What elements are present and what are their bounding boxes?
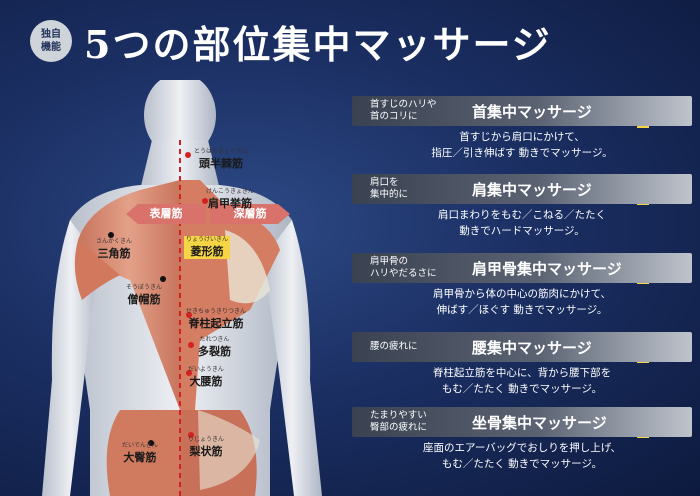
section-subtitle: たまりやすい 臀部の疲れに [370,410,427,434]
section-description: 脊柱起立筋を中心に、背から腰下部を もむ／たたく 動きでマッサージ。 [352,365,692,397]
surface-muscle-arrow: 表層筋 [126,204,206,224]
marker-dot [186,312,192,318]
marker-dot [160,276,166,282]
section-header: 首すじのハリや 首のコリに 首集中マッサージ [352,96,692,126]
section-name: 肩甲骨集中マッサージ [472,260,622,278]
muscle-name: 肩甲挙筋 [208,197,252,210]
muscle-name: 脊柱起立筋 [188,317,244,330]
subtitle-line: 首すじのハリや [370,99,437,110]
muscle-name: 多裂筋 [198,345,231,358]
muscle-label-piriformis: りじょうきん 梨状筋 [188,436,224,459]
muscle-ruby: とうはんきょくきん [194,148,249,155]
section-ischium: たまりやすい 臀部の疲れに 坐骨集中マッサージ 座面のエアーバッグでおしりを押し… [352,407,692,472]
muscle-ruby: りょうけいきん [186,236,229,243]
marker-dot [188,432,194,438]
muscle-ruby: りじょうきん [188,436,225,443]
muscle-name: 大臀筋 [123,451,157,464]
subtitle-line: 腰の疲れに [370,341,418,352]
marker-dot [202,198,208,204]
muscle-name: 梨状筋 [189,445,223,458]
desc-line: 指圧／引き伸ばす 動きでマッサージ。 [431,147,613,159]
marker-dot [186,370,192,376]
muscle-ruby: だいようきん [188,366,224,373]
muscle-label-rhomboid: りょうけいきん 菱形筋 [184,236,231,259]
muscle-label-erector-spinae: せきちゅうきりつきん 脊柱起立筋 [186,308,246,331]
subtitle-line: 肩甲骨の [370,256,409,267]
muscle-label-psoas-major: だいようきん 大腰筋 [188,366,224,389]
marker-dot [108,232,114,238]
muscle-name: 菱形筋 [190,245,224,258]
section-subtitle: 肩甲骨の ハリやだるさに [370,256,437,280]
muscle-label-levator-scapulae: けんこうきょきん 肩甲挙筋 [206,188,254,211]
section-name: 坐骨集中マッサージ [472,414,607,432]
section-header: たまりやすい 臀部の疲れに 坐骨集中マッサージ [352,407,692,437]
desc-line: 脊柱起立筋を中心に、背から腰下部を [432,367,612,379]
muscle-label-trapezius: そうぼうきん 僧帽筋 [126,284,162,307]
muscle-ruby: さんかくきん [96,238,133,245]
desc-line: 肩口まわりをもむ／こねる／たたく [438,209,606,221]
muscle-name: 頭半棘筋 [199,157,243,170]
section-header: 肩甲骨の ハリやだるさに 肩甲骨集中マッサージ [352,253,692,283]
section-subtitle: 腰の疲れに [370,341,418,353]
section-scapula: 肩甲骨の ハリやだるさに 肩甲骨集中マッサージ 肩甲骨から体の中心の筋肉にかけて… [352,253,692,318]
muscle-ruby: けんこうきょきん [206,188,255,195]
section-shoulder: 肩口を 集中的に 肩集中マッサージ 肩口まわりをもむ／こねる／たたく 動きでハー… [352,174,692,239]
section-lower-back: 腰の疲れに 腰集中マッサージ 脊柱起立筋を中心に、背から腰下部を もむ／たたく … [352,332,692,397]
section-header: 腰の疲れに 腰集中マッサージ [352,332,692,362]
muscle-ruby: たれつきん [199,336,230,343]
subtitle-line: 集中的に [370,189,409,200]
desc-line: 動きでハードマッサージ。 [459,225,585,237]
section-subtitle: 首すじのハリや 首のコリに [370,99,437,123]
section-description: 首すじから肩口にかけて、 指圧／引き伸ばす 動きでマッサージ。 [352,129,692,161]
original-feature-badge: 独自 機能 [30,20,72,62]
desc-line: 座面のエアーバッグでおしりを押し上げ、 [422,442,622,454]
desc-line: もむ／たたく 動きでマッサージ。 [441,383,603,395]
muscle-label-gluteus-maximus: だいでんきん 大臀筋 [122,442,158,465]
muscle-label-multifidus: たれつきん 多裂筋 [198,336,231,359]
section-description: 座面のエアーバッグでおしりを押し上げ、 もむ／たたく 動きでマッサージ。 [352,440,692,472]
badge-line-1: 独自 [41,29,61,40]
section-description: 肩甲骨から体の中心の筋肉にかけて、 伸ばす／ほぐす 動きでマッサージ。 [352,286,692,318]
subtitle-line: たまりやすい [370,410,427,421]
subtitle-line: 臀部の疲れに [370,422,428,433]
section-name: 腰集中マッサージ [472,339,592,357]
section-description: 肩口まわりをもむ／こねる／たたく 動きでハードマッサージ。 [352,207,692,239]
marker-dot [188,342,194,348]
section-header: 肩口を 集中的に 肩集中マッサージ [352,174,692,204]
title-row: 独自 機能 5つの部位集中マッサージ [30,12,690,76]
desc-line: もむ／たたく 動きでマッサージ。 [441,458,603,470]
subtitle-line: 首のコリに [370,111,418,122]
muscle-name: 僧帽筋 [127,293,161,306]
muscle-ruby: せきちゅうきりつきん [186,308,247,315]
marker-dot [185,152,191,158]
subtitle-line: 肩口を [370,177,399,188]
badge-line-2: 機能 [41,42,61,53]
muscle-name: 三角筋 [97,247,131,260]
marker-dot [148,440,154,446]
muscle-label-deltoid: さんかくきん 三角筋 [96,238,132,261]
section-name: 肩集中マッサージ [472,181,592,199]
section-subtitle: 肩口を 集中的に [370,177,408,201]
muscle-label-semispinalis: とうはんきょくきん 頭半棘筋 [194,148,248,171]
section-neck: 首すじのハリや 首のコリに 首集中マッサージ 首すじから肩口にかけて、 指圧／引… [352,96,692,161]
anatomy-figure: 表層筋 深層筋 とうはんきょくきん 頭半棘筋 けんこうきょきん 肩甲挙筋 さんか… [30,80,350,496]
muscle-name: 大腰筋 [189,375,223,388]
page-title: 5つの部位集中マッサージ [84,22,552,67]
subtitle-line: ハリやだるさに [370,268,437,279]
desc-line: 伸ばす／ほぐす 動きでマッサージ。 [436,304,608,316]
deep-muscle-arrow: 深層筋 [210,204,290,224]
desc-line: 首すじから肩口にかけて、 [459,131,585,143]
section-name: 首集中マッサージ [472,103,592,121]
desc-line: 肩甲骨から体の中心の筋肉にかけて、 [433,288,611,300]
muscle-ruby: だいでんきん [122,442,158,449]
muscle-ruby: そうぼうきん [126,284,163,291]
